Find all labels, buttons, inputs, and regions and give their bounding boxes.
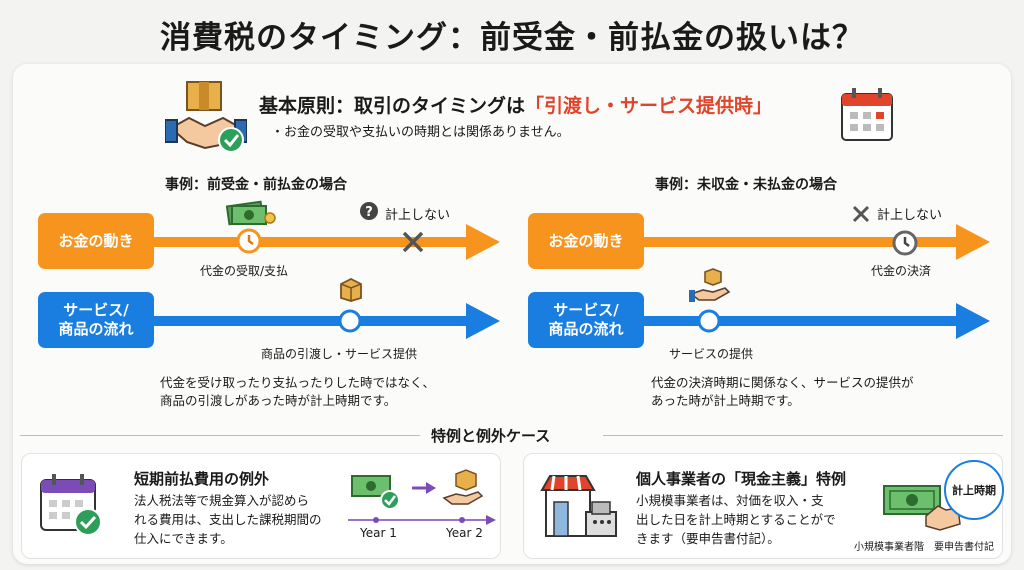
right-money-label: お金の動き xyxy=(528,213,644,269)
left-service-event: 商品の引渡し・サービス提供 xyxy=(261,347,418,361)
hand-package-icon xyxy=(689,268,731,302)
left-case-heading: 事例：前受金・前払金の場合 xyxy=(165,177,347,193)
exception-right-text-line1: 小規模事業者は、対価を収入・支 xyxy=(636,493,824,508)
handshake-box-icon xyxy=(165,81,247,153)
cross-icon xyxy=(402,231,424,253)
right-money-arrow xyxy=(628,224,990,260)
exception-right-title: 個人事業者の「現金主義」特例 xyxy=(636,470,847,488)
exception-left-text-line2: れる費用は、支出した課税期間の xyxy=(134,511,322,527)
exception-left-text-line1: 法人税法等で規金算入が認めら xyxy=(134,493,310,508)
clock-icon xyxy=(236,228,262,254)
package-icon xyxy=(340,277,362,302)
principle-note: ・お金の受取や支払いの時期とは関係ありません。 xyxy=(271,125,570,140)
year1-label: Year 1 xyxy=(360,526,397,540)
left-money-arrow xyxy=(138,224,500,260)
exception-right-text-line2: 出した日を計上時期とすることがで xyxy=(636,511,836,527)
left-money-event: 代金の受取/支払 xyxy=(200,264,289,278)
year2-label: Year 2 xyxy=(446,526,483,540)
right-service-label-line1: サービス/ xyxy=(553,301,619,320)
exceptions-heading: 特例と例外ケース xyxy=(431,427,551,445)
right-service-point xyxy=(697,309,721,333)
question-icon: ? xyxy=(360,202,378,220)
right-money-event: 代金の決済 xyxy=(871,264,932,278)
right-description-line2: あった時が計上時期です。 xyxy=(651,393,800,409)
divider-right xyxy=(603,435,1003,436)
left-description-line2: 商品の引渡しがあった時が計上時期です。 xyxy=(160,393,397,409)
principle-label: 基本原則：取引のタイミングは xyxy=(259,95,526,117)
clock-icon-right xyxy=(892,230,918,256)
cash-icon xyxy=(226,200,276,226)
exception-left-text: 法人税法等で規金算入が認めら れる費用は、支出した課税期間の 仕入にできます。 xyxy=(134,492,322,548)
calendar-check-icon xyxy=(40,474,102,536)
year-transfer-graphic xyxy=(348,469,496,525)
left-description-line1: 代金を受け取ったり支払ったりした時ではなく、 xyxy=(160,375,436,390)
exception-right-caption: 小規模事業者階 要申告書付記 xyxy=(854,542,994,553)
divider-left xyxy=(20,435,420,436)
right-description: 代金の決済時期に関係なく、サービスの提供が あった時が計上時期です。 xyxy=(651,374,914,410)
cash-hand-icon xyxy=(883,485,961,531)
cross-icon-right xyxy=(852,205,870,223)
exception-cash-basis-box: 個人事業者の「現金主義」特例 小規模事業者は、対価を収入・支 出した日を計上時期… xyxy=(523,453,1004,559)
exception-left-text-line3: 仕入にできます。 xyxy=(134,530,233,546)
page-title: 消費税のタイミング：前受金・前払金の扱いは？ xyxy=(160,20,864,56)
right-service-event: サービスの提供 xyxy=(669,347,754,361)
left-service-point xyxy=(338,309,362,333)
exception-left-title: 短期前払費用の例外 xyxy=(134,470,270,488)
right-service-label: サービス/ 商品の流れ xyxy=(528,292,644,348)
left-not-recorded: 計上しない xyxy=(385,208,451,223)
left-money-label: お金の動き xyxy=(38,213,154,269)
left-service-label-line2: 商品の流れ xyxy=(58,320,134,338)
calendar-icon xyxy=(841,88,893,141)
left-service-arrow xyxy=(138,303,500,339)
right-service-arrow xyxy=(628,303,990,339)
left-description: 代金を受け取ったり支払ったりした時ではなく、 商品の引渡しがあった時が計上時期で… xyxy=(160,374,435,410)
shop-register-icon xyxy=(540,475,617,537)
left-service-label-line1: サービス/ xyxy=(63,301,129,320)
left-service-label: サービス/ 商品の流れ xyxy=(38,292,154,348)
right-service-label-line2: 商品の流れ xyxy=(548,320,624,338)
svg-text:?: ? xyxy=(365,205,373,220)
exception-right-text-line3: きます（要申告書付記）。 xyxy=(636,530,780,546)
right-not-recorded: 計上しない xyxy=(877,208,943,223)
right-description-line1: 代金の決済時期に関係なく、サービスの提供が xyxy=(651,375,914,390)
timing-bubble: 計上時期 xyxy=(944,460,1004,520)
exception-right-text: 小規模事業者は、対価を収入・支 出した日を計上時期とすることがで きます（要申告… xyxy=(636,492,836,548)
main-card: 基本原則：取引のタイミングは「引渡し・サービス提供時」 ・お金の受取や支払いの時… xyxy=(13,64,1011,564)
exception-short-term-box: 短期前払費用の例外 法人税法等で規金算入が認めら れる費用は、支出した課税期間の… xyxy=(21,453,501,559)
principle-heading: 基本原則：取引のタイミングは「引渡し・サービス提供時」 xyxy=(259,91,772,118)
right-case-heading: 事例：未収金・未払金の場合 xyxy=(655,177,837,193)
principle-highlight: 「引渡し・サービス提供時」 xyxy=(525,95,773,117)
